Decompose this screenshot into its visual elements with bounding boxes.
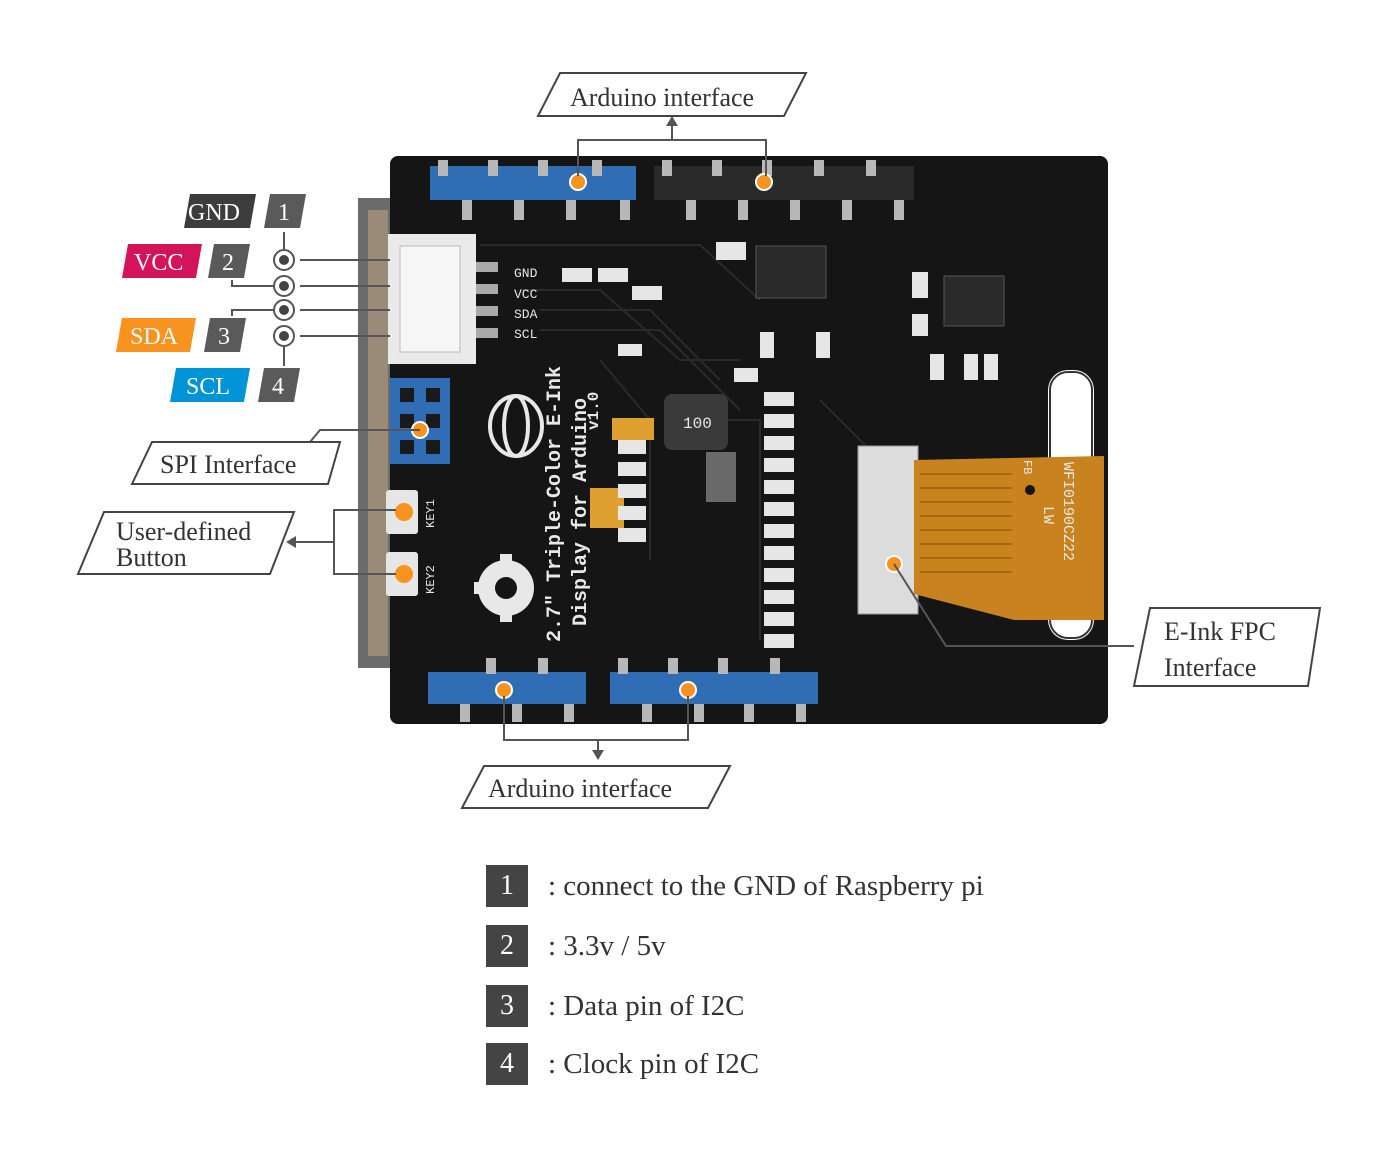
fpc-label-1: WFI0190CZ22 — [1059, 462, 1076, 561]
legend-desc-2: : 3.3v / 5v — [548, 929, 666, 962]
pin-vcc-num: 2 — [222, 250, 234, 276]
crystal — [706, 452, 736, 502]
callout-arduino-top-text: Arduino interface — [570, 83, 754, 112]
callout-spi-text: SPI Interface — [160, 450, 296, 479]
pin-sda-num: 3 — [218, 324, 230, 350]
silk-title-2: Display for Arduino — [570, 398, 593, 626]
ic-secondary — [943, 275, 1005, 327]
callout-arduino-bottom-text: Arduino interface — [488, 774, 672, 803]
fpc-label-2: LW — [1039, 506, 1056, 524]
i2c-connector — [388, 234, 498, 364]
display-panel-inner — [368, 210, 388, 656]
callout-arduino-top: Arduino interface — [536, 72, 808, 176]
pin-sda-name: SDA — [130, 324, 179, 350]
header-top-left — [430, 160, 636, 220]
legend-desc-3: : Data pin of I2C — [548, 989, 745, 1022]
pin-gnd-name: GND — [188, 200, 240, 226]
legend-row-4: 4 : Clock pin of I2C — [486, 1042, 1186, 1086]
callout-fpc-line2: Interface — [1164, 653, 1256, 682]
callout-arduino-bottom: Arduino interface — [460, 696, 732, 809]
pin-scl-num: 4 — [272, 374, 284, 400]
callout-fpc-line1: E-Ink FPC — [1164, 617, 1276, 646]
dot-arduino-top-right — [755, 173, 773, 191]
fpc-cable — [914, 456, 1104, 620]
silk-key1: KEY1 — [424, 499, 438, 528]
legend-num-3: 3 — [486, 985, 528, 1027]
pin-circles — [273, 249, 295, 347]
legend-desc-4: : Clock pin of I2C — [548, 1047, 760, 1080]
silk-sda: SDA — [514, 307, 538, 322]
inductor — [664, 394, 728, 450]
pcb-board — [390, 156, 1108, 724]
legend-num-2: 2 — [486, 925, 528, 967]
pin-scl-name: SCL — [186, 374, 230, 400]
legend-row-2: 2 : 3.3v / 5v — [486, 924, 1186, 968]
tantalum-cap-1 — [612, 418, 654, 440]
pin-gnd-num: 1 — [278, 200, 290, 226]
silk-version: v1.0 — [585, 392, 603, 430]
legend-num-1: 1 — [486, 865, 528, 907]
silk-title-1: 2.7" Triple-Color E-Ink — [544, 366, 567, 642]
legend-num-4: 4 — [486, 1043, 528, 1085]
brand-logo — [488, 394, 544, 458]
callout-button: User-defined Button — [76, 509, 396, 575]
ic-main — [755, 245, 827, 299]
legend-row-1: 1 : connect to the GND of Raspberry pi — [486, 864, 1186, 908]
silk-scl: SCL — [514, 327, 537, 342]
callout-button-line2: Button — [116, 543, 187, 572]
pin-label-gnd: GND 1 — [184, 194, 306, 228]
dot-arduino-bottom-right — [679, 681, 697, 699]
dot-arduino-bottom-left — [495, 681, 513, 699]
pin-vcc-name: VCC — [134, 250, 183, 276]
smd-components — [562, 242, 998, 382]
dot-arduino-top-left — [569, 173, 587, 191]
key1-button — [386, 490, 418, 534]
gear-icon — [474, 554, 534, 622]
pin-label-vcc: VCC 2 — [122, 244, 250, 278]
pin-leaders — [231, 232, 390, 366]
legend-row-3: 3 : Data pin of I2C — [486, 984, 1186, 1028]
legend-desc-1: : connect to the GND of Raspberry pi — [548, 869, 984, 902]
callout-spi: SPI Interface — [130, 429, 420, 485]
resistor-column-left — [618, 440, 646, 542]
pin-label-sda: SDA 3 — [116, 318, 246, 352]
silk-gnd: GND — [514, 266, 538, 281]
resistor-column — [764, 392, 794, 648]
header-bottom-right — [610, 658, 818, 722]
header-top-right — [654, 160, 914, 220]
callout-fpc: E-Ink FPC Interface — [893, 563, 1322, 687]
pin-label-scl: SCL 4 — [170, 368, 300, 402]
key2-button — [386, 552, 418, 596]
inductor-label: 100 — [683, 415, 712, 433]
callout-button-line1: User-defined — [116, 517, 251, 546]
silk-vcc: VCC — [514, 287, 538, 302]
silk-key2: KEY2 — [424, 565, 438, 594]
fpc-fb-label: FB — [1020, 460, 1034, 474]
